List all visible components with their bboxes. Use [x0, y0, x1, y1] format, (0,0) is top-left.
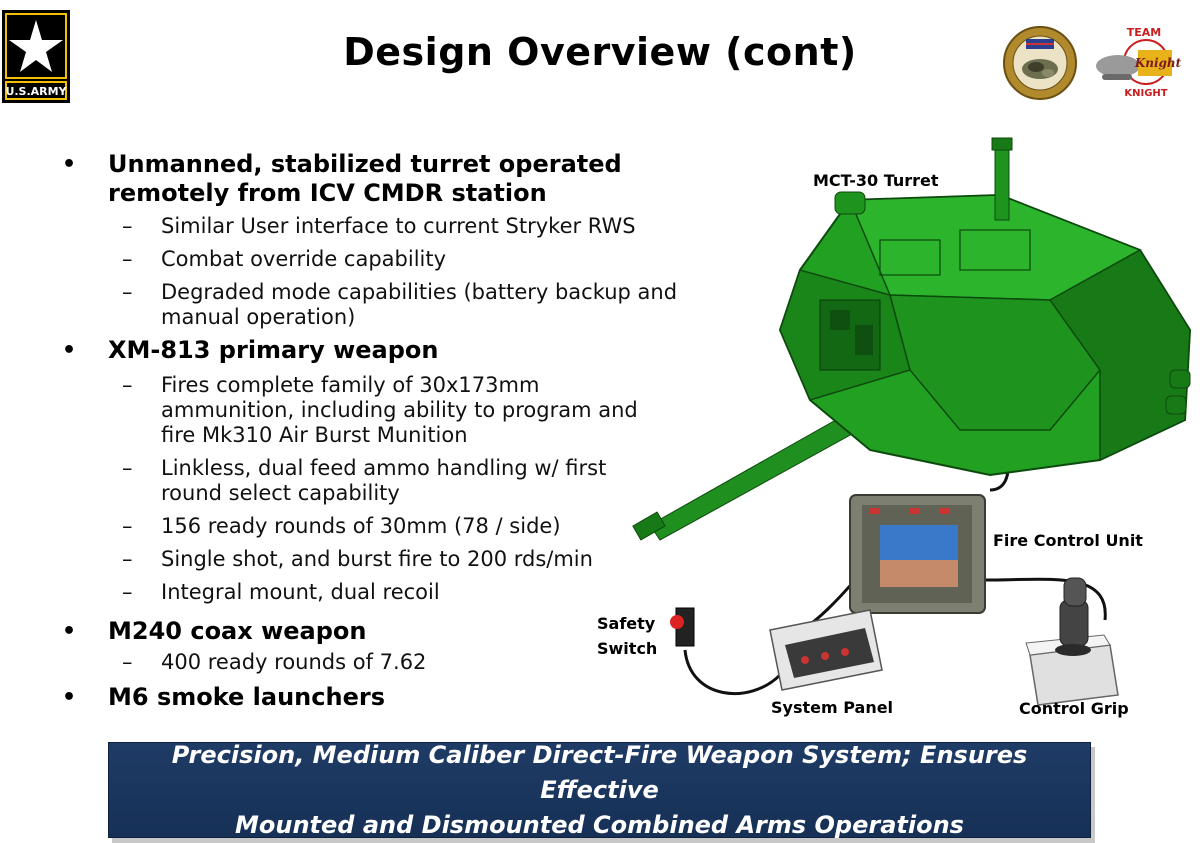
svg-text:TEAM: TEAM	[1127, 26, 1161, 39]
summary-banner: Precision, Medium Caliber Direct-Fire We…	[108, 741, 1091, 839]
bullet-text: Unmanned, stabilized turret operated rem…	[108, 150, 622, 207]
bullet-text: M6 smoke launchers	[108, 683, 385, 711]
svg-text:Knight: Knight	[1134, 56, 1182, 70]
sub-bullet-text: Similar User interface to current Stryke…	[161, 214, 636, 238]
mct-30-turret-icon	[632, 137, 1192, 541]
system-panel-label: System Panel	[771, 698, 894, 717]
safety-switch-icon	[670, 607, 695, 647]
turret-system-illustration	[632, 137, 1192, 706]
sub-bullet: –Fires complete family of 30x173mm ammun…	[122, 373, 638, 447]
safety-switch-label: Safety Switch	[597, 614, 658, 658]
program-seal-icon	[1003, 26, 1077, 100]
sub-bullet-text: 400 ready rounds of 7.62	[161, 650, 427, 674]
control-grip-icon	[1025, 577, 1119, 706]
sub-bullet-text: Single shot, and burst fire to 200 rds/m…	[161, 547, 593, 571]
page-title: Design Overview (cont)	[343, 30, 857, 74]
sub-bullet: –Linkless, dual feed ammo handling w/ fi…	[122, 456, 607, 505]
sub-bullet-text: Integral mount, dual recoil	[161, 580, 440, 604]
bullet-dot-icon: •	[62, 338, 77, 363]
svg-text:KNIGHT: KNIGHT	[1124, 88, 1167, 99]
bullet-coax-weapon: • M240 coax weapon	[60, 617, 720, 646]
bullet-smoke-launchers: • M6 smoke launchers	[60, 683, 720, 712]
team-knight-logo: TEAM Knight KNIGHT	[1096, 26, 1182, 99]
sub-bullet-text: Linkless, dual feed ammo handling w/ fir…	[161, 456, 607, 505]
banner-line-2: Mounted and Dismounted Combined Arms Ope…	[235, 810, 964, 839]
bullet-text: XM-813 primary weapon	[108, 336, 439, 364]
sub-bullet: –Integral mount, dual recoil	[122, 580, 440, 604]
fire-control-unit-icon	[849, 494, 986, 614]
bullet-dot-icon: •	[62, 685, 77, 710]
sub-bullet: –156 ready rounds of 30mm (78 / side)	[122, 514, 561, 538]
sub-bullet-text: Combat override capability	[161, 247, 447, 271]
army-logo-text: U.S.ARMY	[5, 85, 67, 98]
control-grip-label: Control Grip	[1019, 699, 1129, 718]
sub-bullet: –Similar User interface to current Stryk…	[122, 214, 636, 238]
sub-bullet-text: 156 ready rounds of 30mm (78 / side)	[161, 514, 561, 538]
sub-bullet-text: Degraded mode capabilities (battery back…	[161, 280, 678, 329]
sub-bullet: –Degraded mode capabilities (battery bac…	[122, 280, 678, 329]
sub-bullet: –Single shot, and burst fire to 200 rds/…	[122, 547, 593, 571]
bullet-dot-icon: •	[62, 152, 77, 177]
sub-bullet-text: Fires complete family of 30x173mm ammuni…	[161, 373, 638, 447]
turret-system-figure: MCT-30 Turret Fire Control Unit Safety S…	[580, 130, 1200, 730]
turret-label: MCT-30 Turret	[813, 171, 939, 190]
bullet-primary-weapon: • XM-813 primary weapon	[60, 336, 720, 365]
bullet-dot-icon: •	[62, 619, 77, 644]
fire-control-unit-label: Fire Control Unit	[993, 531, 1143, 550]
system-panel-icon	[769, 609, 883, 691]
us-army-logo: U.S.ARMY	[2, 10, 70, 103]
bullet-text: M240 coax weapon	[108, 617, 367, 645]
sub-bullet: –Combat override capability	[122, 247, 447, 271]
bullet-turret: • Unmanned, stabilized turret operated r…	[60, 150, 720, 208]
bullet-list: • Unmanned, stabilized turret operated r…	[60, 150, 720, 712]
banner-line-1: Precision, Medium Caliber Direct-Fire We…	[171, 740, 1028, 804]
sub-bullet: –400 ready rounds of 7.62	[122, 650, 427, 674]
